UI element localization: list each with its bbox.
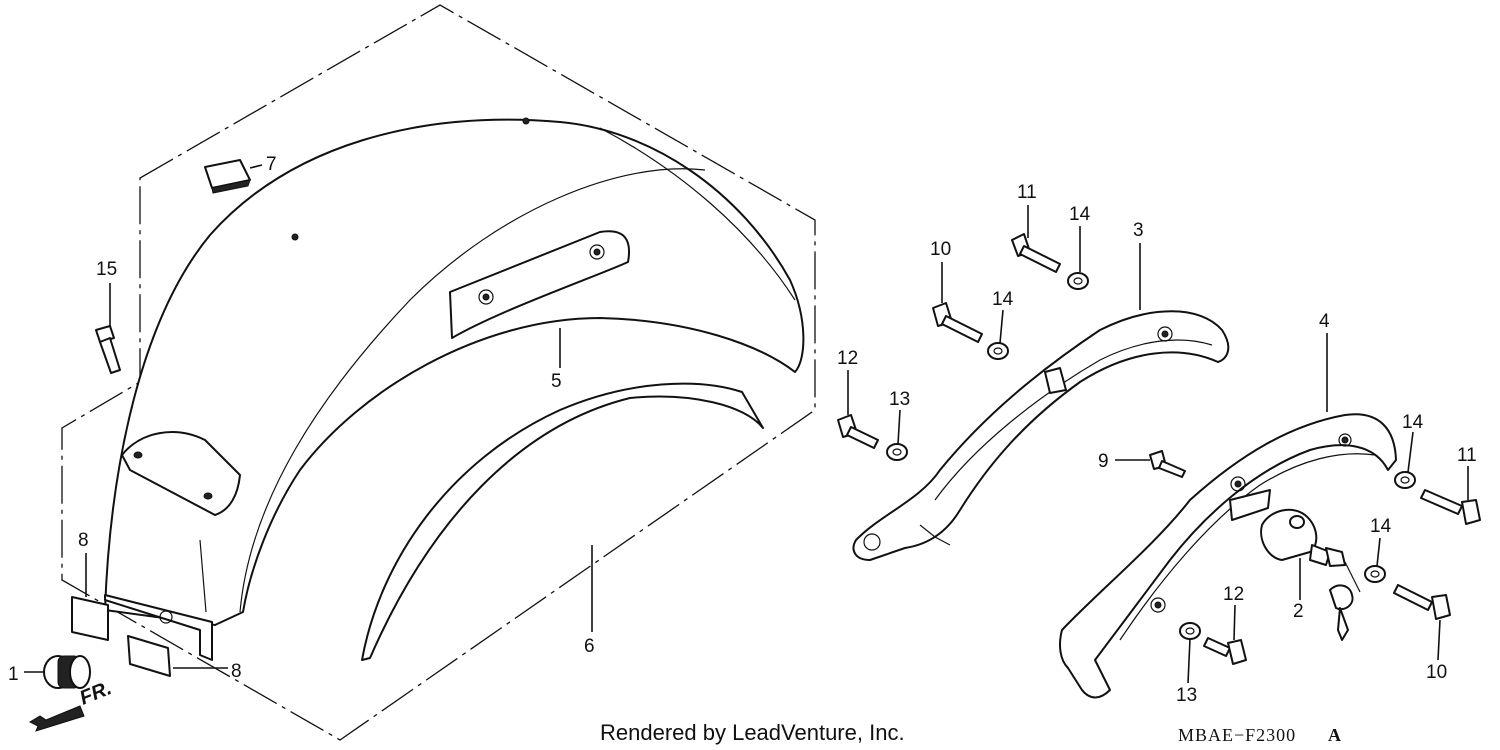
callout-1: 1 — [8, 664, 19, 685]
bolt-9[interactable] — [1149, 450, 1186, 478]
assembly-boundary — [61, 4, 816, 741]
bolt-11-upper[interactable] — [1011, 233, 1061, 273]
credit-caption: Rendered by LeadVenture, Inc. — [600, 720, 905, 745]
bolt-15[interactable] — [95, 325, 121, 374]
grab-rail-left[interactable] — [1059, 413, 1397, 699]
callout-13-upper: 13 — [889, 389, 910, 410]
callout-5: 5 — [551, 371, 562, 392]
callout-12-lower: 12 — [1223, 584, 1244, 605]
callout-6: 6 — [584, 636, 595, 657]
helmet-lock[interactable] — [1260, 508, 1361, 641]
callout-15: 15 — [96, 259, 117, 280]
callout-14-lower: 14 — [1370, 516, 1392, 537]
callout-3: 3 — [1133, 220, 1144, 241]
callout-12-upper: 12 — [837, 348, 858, 369]
washer-14-top[interactable] — [1067, 272, 1089, 290]
bolt-10-lower[interactable] — [1393, 584, 1451, 620]
washer-14-lower[interactable] — [1364, 565, 1386, 583]
drawing-number: MBAE−F2300 — [1178, 725, 1296, 745]
bolt-12-upper[interactable] — [837, 414, 879, 449]
callout-7: 7 — [266, 154, 277, 175]
callout-14-top: 14 — [1069, 204, 1091, 225]
washer-13-upper[interactable] — [886, 443, 908, 461]
bolt-12-lower[interactable] — [1203, 637, 1247, 665]
callout-14-right: 14 — [1402, 412, 1424, 433]
callout-8-upper: 8 — [78, 530, 89, 551]
bolt-10-upper[interactable] — [932, 302, 983, 343]
callout-13-lower: 13 — [1176, 685, 1197, 706]
callout-4: 4 — [1319, 311, 1330, 332]
reflector-upper[interactable] — [71, 596, 109, 641]
grommet[interactable] — [43, 655, 91, 689]
drawing-revision: A — [1328, 725, 1342, 745]
emblem-pad[interactable] — [204, 159, 251, 194]
callout-11-lower: 11 — [1457, 445, 1477, 466]
leader-lines — [24, 164, 1469, 684]
washer-14-right[interactable] — [1394, 471, 1416, 489]
callout-8-lower: 8 — [231, 661, 242, 682]
fender-trim-strip[interactable] — [361, 382, 764, 661]
bolt-11-lower[interactable] — [1420, 489, 1481, 525]
callout-14-upper: 14 — [992, 289, 1014, 310]
callout-2: 2 — [1293, 601, 1304, 622]
callout-10-lower: 10 — [1426, 662, 1447, 683]
washer-13-lower[interactable] — [1179, 622, 1201, 640]
callout-10-upper: 10 — [930, 239, 951, 260]
callout-labels: 7 15 5 6 8 8 1 3 4 2 11 14 10 14 12 13 9… — [8, 154, 1477, 706]
washer-14-upper[interactable] — [987, 342, 1009, 360]
callout-9: 9 — [1098, 451, 1109, 472]
callout-11-upper: 11 — [1017, 182, 1037, 203]
rear-fender[interactable] — [104, 117, 805, 661]
grab-rail-right[interactable] — [852, 310, 1230, 561]
reflector-lower[interactable] — [127, 635, 171, 677]
